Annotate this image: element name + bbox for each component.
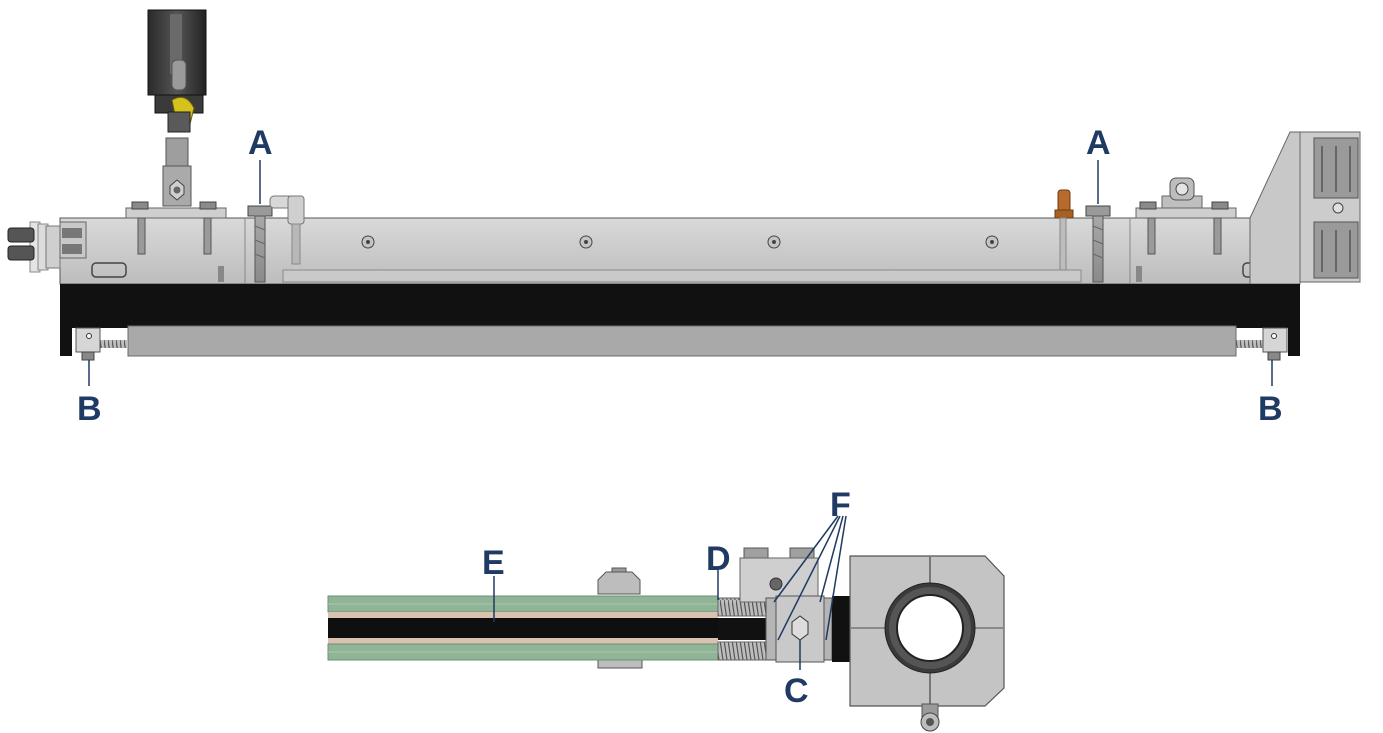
label-b-right: B (1258, 390, 1283, 428)
elbow-air-fitting (269, 195, 305, 265)
left-spring (100, 340, 128, 348)
sealing-bar-assembly (7, 9, 1361, 361)
band-end (832, 596, 854, 662)
lower-spring (717, 641, 771, 661)
clamp-block (765, 595, 833, 663)
face-screws (361, 235, 999, 249)
label-e: E (482, 544, 505, 582)
pneumatic-cylinder (147, 9, 207, 207)
left-top-bracket (125, 201, 227, 282)
label-a-left: A (248, 124, 273, 162)
label-a-right: A (1086, 124, 1111, 162)
brass-fitting (1054, 189, 1074, 271)
right-end-mount (1249, 131, 1361, 285)
leader-lines-top (88, 160, 1273, 386)
right-spring (1236, 340, 1264, 348)
right-adjust-bolt (1085, 205, 1111, 283)
callout-labels: A A B B E D F C (77, 124, 1283, 710)
tensioner-bracket (739, 547, 819, 603)
leader-lines-detail (493, 515, 847, 670)
left-end-connectors (7, 221, 87, 273)
right-top-bracket (1135, 177, 1237, 282)
label-d: D (706, 540, 731, 578)
label-c: C (784, 672, 809, 710)
right-tension-block (1262, 327, 1288, 361)
heating-element-laminate (327, 595, 719, 661)
lower-rod (127, 325, 1237, 357)
sealing-band (60, 284, 1300, 328)
left-adjust-bolt (247, 205, 273, 283)
mounting-block (849, 555, 1005, 732)
top-nut (597, 567, 643, 669)
tensioner-detail (327, 547, 1005, 732)
label-f: F (830, 486, 851, 524)
left-tension-block (75, 327, 101, 361)
label-b-left: B (77, 390, 102, 428)
